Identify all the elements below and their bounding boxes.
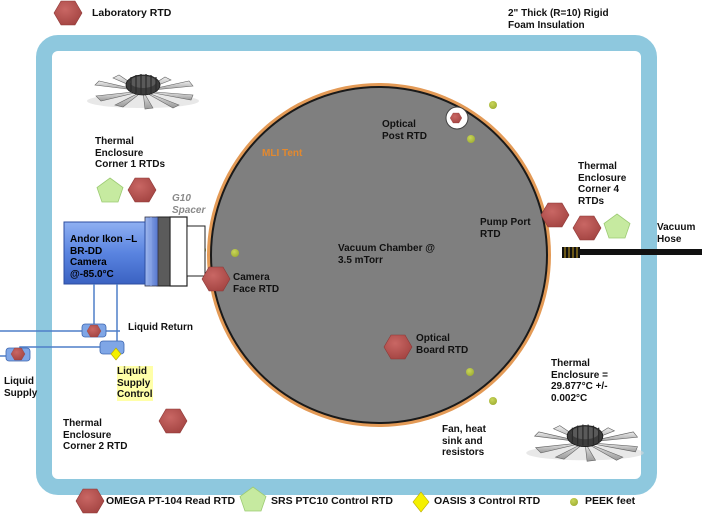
peek-foot	[466, 368, 474, 376]
peek-foot	[489, 101, 497, 109]
peek-foot	[231, 249, 239, 257]
peek-foot	[489, 397, 497, 405]
insulation-label: 2" Thick (R=10) Rigid Foam Insulation	[508, 8, 609, 31]
laboratory-rtd-label: Laboratory RTD	[92, 7, 172, 19]
corner1-label: Thermal Enclosure Corner 1 RTDs	[95, 136, 166, 170]
liquid-return-label: Liquid Return	[128, 322, 193, 333]
hexagon-icon	[53, 0, 83, 26]
g10-spacer-label: G10 Spacer	[172, 193, 206, 216]
corner2-label: Thermal Enclosure Corner 2 RTD	[63, 418, 128, 452]
peek-foot	[467, 135, 475, 143]
diamond-icon	[412, 491, 430, 513]
legend-label-omega: OMEGA PT-104 Read RTD	[106, 495, 236, 507]
camera-face-rtd-label: Camera Face RTD	[233, 272, 280, 295]
liquid-supply-control-label: Liquid Supply Control	[117, 366, 153, 401]
legend-label-peek: PEEK feet	[585, 495, 636, 507]
legend-label-srs: SRS PTC10 Control RTD	[271, 495, 393, 507]
vacuum-hose	[562, 247, 702, 258]
enclosure-temp-label: Thermal Enclosure = 29.877°C +/- 0.002°C	[551, 358, 608, 404]
g10-spacer	[169, 216, 188, 287]
diamond-icon	[110, 347, 122, 361]
corner4-label: Thermal Enclosure Corner 4 RTDs	[578, 161, 627, 207]
pump-port-rtd-label: Pump Port RTD	[480, 217, 531, 240]
legend-label-oasis: OASIS 3 Control RTD	[434, 495, 541, 507]
camera-body	[63, 221, 146, 285]
camera-label: Andor Ikon –L BR-DD Camera @-85.0°C	[70, 234, 138, 280]
optical-post-rtd-label: Optical Post RTD	[382, 119, 427, 142]
mli-tent-label: MLI Tent	[262, 148, 303, 159]
liquid-supply-label: Liquid Supply	[4, 376, 38, 399]
vacuum-chamber-label: Vacuum Chamber @ 3.5 mTorr	[338, 243, 436, 266]
vacuum-hose-label: Vacuum Hose	[657, 222, 696, 245]
camera-assembly	[63, 216, 206, 287]
optical-board-rtd-label: Optical Board RTD	[416, 333, 469, 356]
fan-label: Fan, heat sink and resistors	[442, 424, 486, 458]
legend-icons	[75, 486, 578, 514]
dot-icon	[570, 498, 578, 506]
vacuum-chamber	[210, 86, 548, 424]
